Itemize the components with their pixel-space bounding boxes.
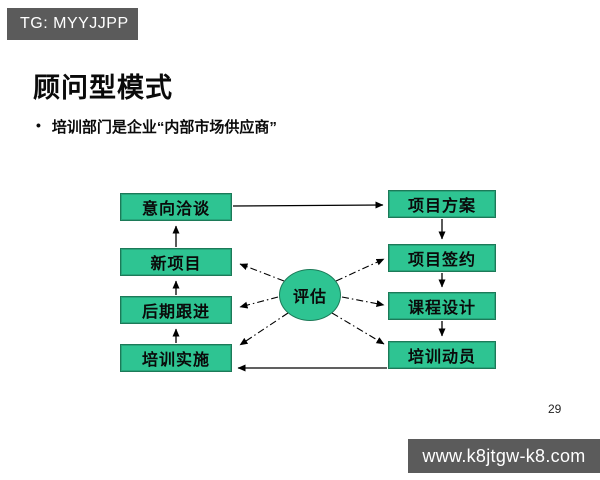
flow-node-evaluation: 评估 [279, 269, 341, 321]
watermark-badge: TG: MYYJJPP [7, 8, 138, 40]
flow-node-course-design: 课程设计 [388, 292, 496, 320]
flow-node-training-mobilization: 培训动员 [388, 341, 496, 369]
bullet-icon: • [36, 117, 41, 133]
bullet-item: • 培训部门是企业“内部市场供应商” [36, 116, 277, 137]
flow-node-project-plan: 项目方案 [388, 190, 496, 218]
flow-node-intent-talks: 意向洽谈 [120, 193, 232, 221]
page-number: 29 [548, 402, 562, 416]
bullet-text: 培训部门是企业“内部市场供应商” [51, 119, 277, 136]
flow-node-training-implementation: 培训实施 [120, 344, 232, 372]
flow-node-project-signing: 项目签约 [388, 244, 496, 272]
footer-watermark: www.k8jtgw-k8.com [408, 439, 600, 473]
flow-node-new-project: 新项目 [120, 248, 232, 276]
slide-title: 顾问型模式 [33, 73, 173, 103]
flow-node-follow-up: 后期跟进 [120, 296, 232, 324]
